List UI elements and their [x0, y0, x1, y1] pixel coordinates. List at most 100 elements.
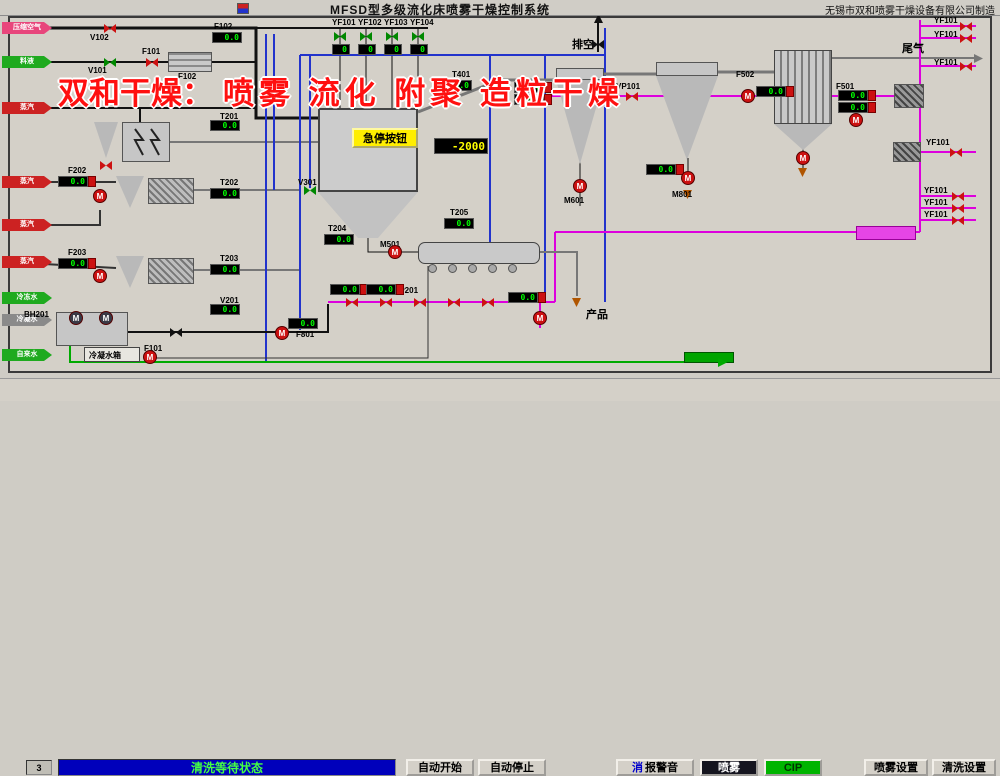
- spray-button[interactable]: 喷雾: [700, 759, 758, 776]
- motor-icon[interactable]: M: [741, 89, 755, 103]
- motor-icon[interactable]: M: [275, 326, 289, 340]
- motor-icon[interactable]: M: [681, 171, 695, 185]
- valve-icon[interactable]: [412, 32, 424, 41]
- display-value: 0.0: [658, 164, 673, 174]
- valve-icon[interactable]: [952, 192, 964, 201]
- setpoint-chip[interactable]: [88, 258, 96, 269]
- motor-icon[interactable]: M: [388, 245, 402, 259]
- tag-label-F801: F801: [296, 330, 315, 339]
- wheel-icon: [428, 264, 437, 273]
- display-value: 0.0: [336, 234, 351, 244]
- wheel-icon: [508, 264, 517, 273]
- valve-icon[interactable]: [170, 328, 182, 337]
- valve-icon[interactable]: [626, 92, 638, 101]
- tag-label-M601: M601: [564, 196, 585, 205]
- tag-label-F102: F102: [178, 72, 197, 81]
- feed-arrow-料液: 料液: [2, 56, 52, 68]
- value-display: 0.0: [756, 86, 794, 97]
- valve-icon[interactable]: [960, 34, 972, 43]
- valve-icon[interactable]: [146, 58, 158, 67]
- valve-icon[interactable]: [386, 32, 398, 41]
- app-icon: [237, 3, 249, 14]
- cip-button[interactable]: CIP: [764, 759, 822, 776]
- flow-arrow: [683, 190, 692, 199]
- mute-alarm-button[interactable]: 消报警音: [616, 759, 694, 776]
- setpoint-chip[interactable]: [868, 102, 876, 113]
- valve-icon[interactable]: [360, 32, 372, 41]
- auto-start-button[interactable]: 自动开始: [406, 759, 474, 776]
- setpoint-chip[interactable]: [786, 86, 794, 97]
- valve-icon[interactable]: [100, 161, 112, 170]
- valve-icon[interactable]: [334, 32, 346, 41]
- display-value: 0.0: [850, 102, 865, 112]
- spray-settings-button[interactable]: 喷雾设置: [864, 759, 928, 776]
- valve-icon[interactable]: [448, 298, 460, 307]
- motor-icon[interactable]: M: [796, 151, 810, 165]
- tag-label-V102: V102: [90, 33, 109, 42]
- setpoint-chip[interactable]: [544, 82, 552, 93]
- display-value: 0.0: [520, 292, 535, 302]
- page-indicator[interactable]: 3: [26, 760, 52, 775]
- feed-arrow-自来水: 自来水: [2, 349, 52, 361]
- display-value: 0.0: [454, 80, 469, 90]
- display-value: 0.0: [342, 284, 357, 294]
- display-value: 0.0: [378, 284, 393, 294]
- spray-dryer-tower: [318, 108, 418, 192]
- feed-arrow-压缩空气: 压缩空气: [2, 22, 52, 34]
- tag-label-冷凝水箱: 冷凝水箱: [89, 351, 121, 360]
- vessel-layer: [56, 50, 924, 363]
- status-text: 清洗等待状态: [58, 759, 396, 776]
- valve-icon[interactable]: [346, 298, 358, 307]
- bottom-bar: 3 清洗等待状态 自动开始 自动停止 消报警音 喷雾 CIP 喷雾设置 清洗设置: [0, 378, 1000, 776]
- title-bar: MFSD型多级流化床喷雾干燥控制系统 无锡市双和喷雾干燥设备有限公司制造: [0, 0, 1000, 17]
- tag-label-F102: F102: [214, 22, 233, 31]
- valve-icon[interactable]: [104, 24, 116, 33]
- valve-icon[interactable]: [482, 298, 494, 307]
- motor-icon[interactable]: M: [69, 311, 83, 325]
- display-value: 0.0: [526, 94, 541, 104]
- feed-arrow-蒸汽: 蒸汽: [2, 102, 52, 114]
- setpoint-chip[interactable]: [538, 292, 546, 303]
- tag-label-F502: F502: [736, 70, 755, 79]
- tag-label-YF102: YF102: [358, 18, 382, 27]
- setpoint-chip[interactable]: [868, 90, 876, 101]
- clean-settings-button[interactable]: 清洗设置: [932, 759, 996, 776]
- setpoint-chip[interactable]: [544, 94, 552, 105]
- display-value: -2000: [451, 139, 485, 153]
- auto-stop-button[interactable]: 自动停止: [478, 759, 546, 776]
- motor-icon[interactable]: M: [99, 311, 113, 325]
- tag-label-产品: 产品: [586, 309, 608, 321]
- valve-icon[interactable]: [952, 204, 964, 213]
- valve-icon[interactable]: [960, 22, 972, 31]
- value-display: 0.0: [514, 82, 552, 93]
- motor-icon[interactable]: M: [93, 269, 107, 283]
- valve-icon[interactable]: [304, 186, 316, 195]
- valve-icon[interactable]: [380, 298, 392, 307]
- setpoint-chip[interactable]: [88, 176, 96, 187]
- setpoint-chip[interactable]: [396, 284, 404, 295]
- motor-icon[interactable]: M: [573, 179, 587, 193]
- flow-arrow: [974, 54, 983, 63]
- motor-icon[interactable]: M: [143, 350, 157, 364]
- flow-arrow: [798, 168, 807, 177]
- motor-icon[interactable]: M: [533, 311, 547, 325]
- valve-icon[interactable]: [960, 62, 972, 71]
- display-value: 0.0: [222, 264, 237, 274]
- valve-icon[interactable]: [592, 40, 604, 49]
- value-display: 0: [384, 44, 402, 55]
- valve-icon[interactable]: [952, 216, 964, 225]
- tag-label-YF101: YF101: [934, 16, 958, 25]
- motor-icon[interactable]: M: [849, 113, 863, 127]
- display-value: 0: [420, 44, 425, 54]
- value-display: 0.0: [58, 258, 96, 269]
- setpoint-chip[interactable]: [676, 164, 684, 175]
- feed-arrow-蒸汽: 蒸汽: [2, 256, 52, 268]
- emergency-stop-button[interactable]: 急停按钮: [352, 128, 418, 148]
- tag-label-YF104: YF104: [410, 18, 434, 27]
- motor-icon[interactable]: M: [93, 189, 107, 203]
- valve-icon[interactable]: [414, 298, 426, 307]
- feed-arrow-冷凝水: 冷凝水: [2, 314, 52, 326]
- valve-icon[interactable]: [950, 148, 962, 157]
- value-display: -2000: [434, 138, 488, 154]
- tag-label-T203: T203: [220, 254, 239, 263]
